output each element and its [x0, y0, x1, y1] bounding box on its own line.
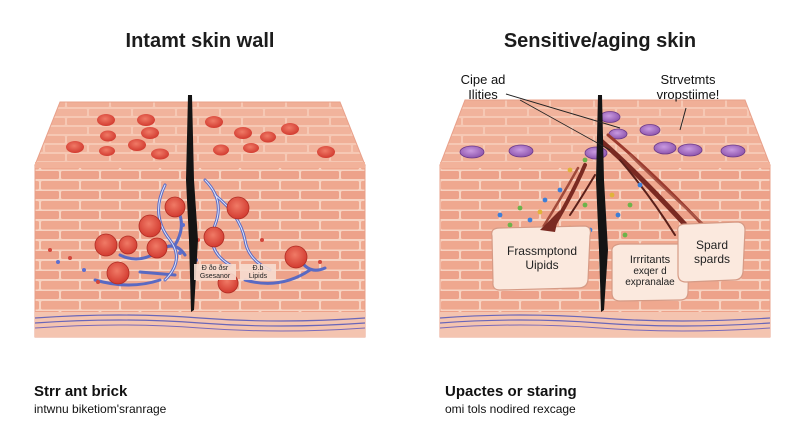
left-crack: [186, 95, 198, 312]
box-lipids-line2: Uipids: [525, 258, 559, 272]
left-crack-label-line2: Gsesanor: [199, 273, 231, 280]
callout-right-line1: Strvetmts: [660, 72, 716, 87]
left-particles: [48, 223, 322, 284]
callout-left: Cipe ad Ilities: [448, 72, 518, 102]
left-crack-label-right-line2: Lipids: [248, 273, 268, 280]
left-crack-label: Ð ðo ðsr Gsesanor: [196, 265, 234, 281]
box-irritants-line3: expranalae: [625, 277, 675, 288]
right-caption-sub: omi tols nodired rexcage: [445, 402, 576, 416]
left-crack-label-right: Ð.b Lipids: [241, 265, 275, 281]
box-irritants-line2: exqer d: [633, 266, 667, 277]
box-spard-text: Spard spards: [693, 238, 731, 266]
callout-right-line2: vropstiime!: [656, 87, 720, 102]
right-crack: [596, 95, 608, 312]
callout-left-line2: Ilities: [468, 87, 498, 102]
box-irritants-text: Irrritants exqer d expranalae: [612, 254, 688, 289]
left-caption-sub: intwnu biketiom'sranrage: [34, 402, 167, 416]
box-lipids-line1: Frassmptond: [506, 244, 578, 258]
right-skin-block: [439, 93, 771, 338]
left-crack-label-right-line1: Ð.b: [252, 265, 264, 272]
callout-left-line1: Cipe ad: [460, 72, 506, 87]
left-crack-label-line1: Ð ðo ðsr: [201, 265, 229, 272]
box-spard: [677, 221, 746, 283]
left-skin-block: [34, 95, 366, 338]
callout-right: Strvetmts vropstiime!: [643, 72, 733, 102]
box-lipids-text: Frassmptond Uipids: [494, 244, 590, 272]
box-irritants-line1: Irrritants: [629, 254, 671, 266]
box-lipids: [491, 225, 592, 291]
right-caption-main: Upactes or staring: [445, 383, 577, 400]
left-panel-title: Intamt skin wall: [125, 30, 275, 52]
right-panel-title: Sensitive/aging skin: [503, 30, 697, 52]
left-surface-red-cells: [66, 114, 335, 160]
box-irritants: [611, 243, 690, 302]
left-caption-main: Strr ant brick: [34, 383, 128, 400]
